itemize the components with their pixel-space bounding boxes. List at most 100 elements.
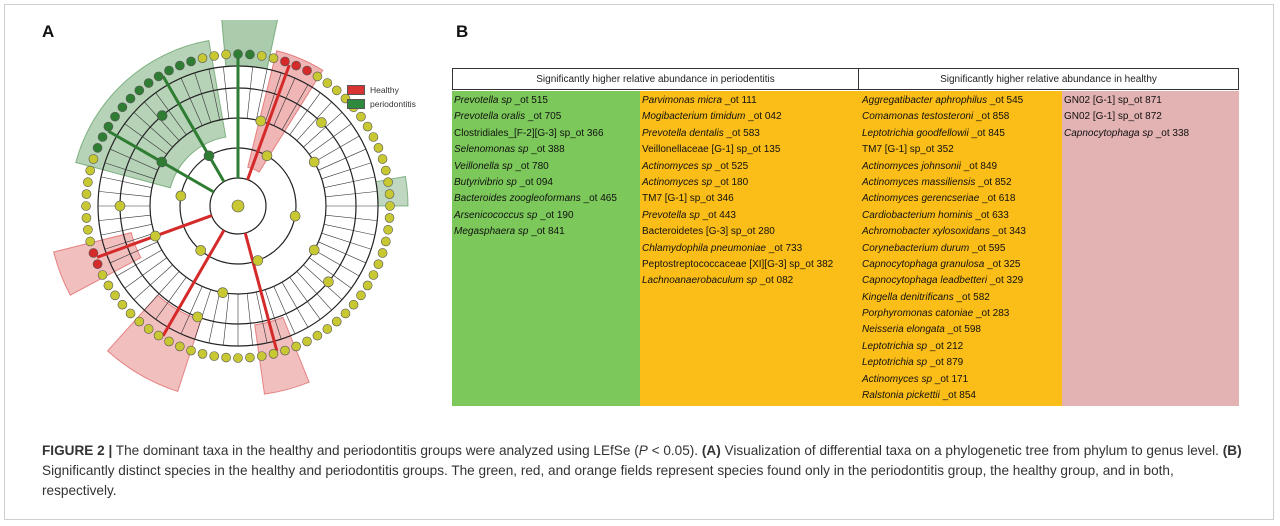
table-cell: Arsenicococcus sp _ot 190 [454,208,640,224]
species-name: Parvimonas micra [642,95,723,106]
tree-branch [109,241,158,264]
species-name: Selenomonas sp [454,144,529,156]
inner-node [195,245,207,256]
species-id: _ot 598 [944,324,981,336]
inner-node [308,244,320,256]
table-cell: Achromobacter xylosoxidans _ot 343 [862,224,1062,240]
species-name: Actinomyces gerencseriae [862,193,980,205]
table-cell: Megasphaera sp _ot 841 [454,224,640,240]
species-name: Kingella denitrificans [862,291,954,303]
leaf-node [143,324,154,334]
species-id: _ot 595 [969,242,1006,254]
table-cell: Actinomyces sp _ot 180 [642,175,860,191]
table-cell: Mogibacterium timidum _ot 042 [642,109,860,125]
leaf-node [97,270,108,280]
tree-branch [289,92,321,135]
species-id: _ot 329 [987,275,1024,287]
inner-node [316,117,327,128]
species-id: _ot 042 [745,111,782,123]
table-cell: Aggregatibacter aphrophilus _ot 545 [862,93,1062,109]
tree-branch [318,241,367,264]
tree-branch [296,271,332,311]
tree-branch-highlight [243,232,279,352]
species-name: Megasphaera sp [454,226,529,238]
species-name: Veillonella sp [454,160,513,172]
caption-text-1: The dominant taxa in the healthy and per… [112,443,639,458]
table-cell: Veillonella sp _ot 780 [454,159,640,175]
leaf-node [134,316,145,327]
table-cell: Leptotrichia goodfellowii _ot 845 [862,126,1062,142]
panel-b-label: B [456,22,469,41]
leaf-node [268,349,279,359]
inner-node [203,150,215,162]
tree-branch [281,282,309,328]
leaf-node [164,336,174,347]
leaf-node [85,236,95,247]
caption-text-2: < 0.05). [647,443,702,458]
species-id: _ot 854 [939,390,976,402]
tree-branch [309,257,352,289]
leaf-node [186,345,196,356]
species-id: Clostridiales_[F-2][G-3] sp_ot 366 [454,127,604,139]
tree-branch [100,176,152,188]
species-name: Porphyromonas catoniae [862,308,974,320]
leaf-node [256,351,267,361]
tree-branch [144,101,180,141]
header-healthy: Significantly higher relative abundance … [940,73,1157,85]
tree-branch [180,77,203,126]
leaf-node [209,351,220,361]
legend-item-healthy: Healthy [347,83,416,97]
leaf-node [81,213,92,223]
tree-branch [104,232,155,250]
leaf-node [103,280,114,291]
leaf-node [153,71,164,82]
inner-node [252,255,264,266]
table-cell: Ralstonia pickettii _ot 854 [862,388,1062,404]
table-cell: GN02 [G-1] sp_ot 871 [1064,93,1239,109]
table-cell: Clostridiales_[F-2][G-3] sp_ot 366 [454,126,640,142]
species-id: _ot 180 [712,176,749,188]
figure-caption: FIGURE 2 | The dominant taxa in the heal… [42,441,1242,501]
tree-branch [318,148,367,171]
table-cell: TM7 [G-1] sp_ot 352 [862,142,1062,158]
tree-branch-highlight [161,75,226,183]
tree-branch [296,101,332,141]
species-name: Actinomyces sp [642,160,713,172]
leaf-node [97,132,108,142]
leaf-node [186,56,196,67]
table-header: Significantly higher relative abundance … [452,68,1239,90]
tree-branch [208,68,220,120]
inner-node [323,276,334,288]
species-id: _ot 443 [699,209,736,221]
species-name: Leptotrichia goodfellowii [862,127,969,139]
species-id: _ot 705 [525,111,562,123]
species-id: _ot 515 [511,95,548,106]
species-name: Actinomyces massiliensis [862,176,976,188]
species-name: Capnocytophaga leadbetteri [862,275,988,287]
species-name: Neisseria elongata [862,324,945,336]
leaf-node [383,177,393,188]
species-id: _ot 525 [712,160,749,172]
table-cell: Chlamydophila pneumoniae _ot 733 [642,241,860,257]
species-id: _ot 094 [516,176,553,188]
tree-branch [194,289,212,340]
leaf-node [362,280,373,291]
leaf-node [368,132,379,142]
leaf-node [348,299,359,310]
clade-highlight-healthy [106,294,202,393]
species-name: Actinomyces johnsonii [862,160,961,172]
leaf-node [117,102,128,113]
leaf-node [381,236,391,247]
species-id: _ot 852 [975,176,1012,188]
caption-b: (B) [1222,443,1242,458]
leaf-node [103,121,114,132]
table-cell: Kingella denitrificans _ot 582 [862,290,1062,306]
leaf-node [197,53,208,63]
leaf-node [340,308,351,319]
leaf-node [383,224,393,235]
tree-branch [324,224,376,236]
tree-branch [124,123,167,155]
leaf-node [331,316,342,327]
leaf-node [125,93,136,104]
